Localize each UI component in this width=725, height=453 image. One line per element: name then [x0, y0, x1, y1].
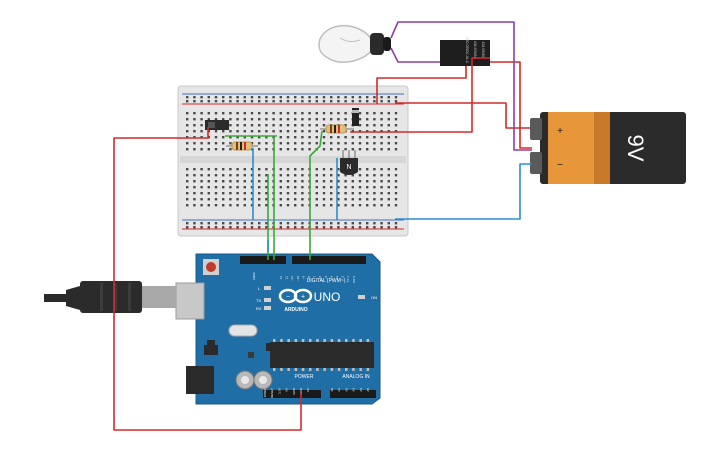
- digital-pin-label-13: RX 0: [352, 276, 356, 283]
- digital-label: DIGITAL (PWM~): [307, 278, 346, 284]
- battery-minus: −: [557, 160, 563, 171]
- digital-pin-label-12: TX 1: [346, 276, 350, 283]
- led-tx-label: TX: [256, 298, 261, 303]
- power-pin-label-5: GND: [299, 387, 303, 395]
- digital-pin-label-2: ~11: [290, 276, 294, 281]
- analog-label: ANALOG IN: [342, 374, 370, 380]
- power-pin-label-0: IOREF: [263, 388, 267, 397]
- relay: SRD-05VDC-SL-C 10A 250VAC 10A 30VDC: [440, 37, 490, 66]
- digital-pin-label-10: ~3: [335, 276, 339, 280]
- slide-switch[interactable]: [205, 120, 229, 130]
- digital-pin-label-7: ~6: [318, 276, 322, 280]
- led-l-label: L: [258, 286, 261, 291]
- power-pin-label-1: RESET: [270, 388, 274, 398]
- digital-pin-label-5: 8: [307, 276, 311, 278]
- resistor-2: [320, 124, 354, 134]
- battery-voltage: 9V: [623, 135, 648, 162]
- arduino-logo: − +: [278, 288, 313, 304]
- relay-label: SRD-05VDC-SL-C: [465, 37, 469, 64]
- battery-9v: + − 9V: [530, 112, 686, 184]
- digital-pin-label-8: ~5: [324, 276, 328, 280]
- digital-pin-label-1: 12: [285, 276, 289, 280]
- transistor-label: N: [346, 164, 351, 171]
- digital-pin-label-9: 4: [329, 276, 333, 278]
- analog-pin-label-4: A4: [359, 388, 363, 392]
- wires: [113, 21, 532, 431]
- power-pin-label-4: GND: [292, 387, 296, 395]
- digital-pin-label-0: 13: [279, 276, 283, 280]
- relay-rating-ac: 10A 250VAC: [473, 41, 477, 60]
- digital-pin-label-11: 2: [341, 276, 345, 278]
- diode: [352, 108, 359, 126]
- analog-pin-label-0: A0: [330, 388, 334, 392]
- lamp: [318, 24, 391, 63]
- svg-text:−: −: [286, 294, 290, 301]
- power-pin-label-2: 3.3V: [277, 388, 281, 394]
- brand-label: ARDUINO: [284, 307, 307, 313]
- svg-text:+: +: [301, 294, 305, 301]
- power-label: POWER: [295, 374, 314, 380]
- analog-pin-label-3: A3: [352, 388, 356, 392]
- digital-pin-label-4: ~9: [301, 276, 305, 280]
- model-label: UNO: [314, 290, 341, 304]
- dc-jack: [186, 366, 214, 394]
- analog-pin-label-5: A5: [366, 388, 370, 392]
- digital-pin-label-3: ~10: [296, 276, 300, 281]
- usb-jack: [175, 282, 205, 320]
- analog-pin-label-2: A2: [344, 388, 348, 392]
- usb-cable: [44, 281, 176, 313]
- transistor-npn: N: [340, 150, 358, 175]
- battery-plus: +: [557, 126, 563, 137]
- breadboard-holes: [186, 96, 398, 229]
- digital-pin-label-6: 7: [313, 276, 317, 278]
- aref-label: AREF: [252, 272, 256, 280]
- on-label: ON: [371, 295, 377, 300]
- breadboard[interactable]: [177, 85, 409, 237]
- power-pin-label-6: Vin: [306, 388, 310, 393]
- chip-pins: [273, 339, 370, 371]
- power-pin-label-3: 5V: [285, 388, 289, 392]
- relay-rating-dc: 10A 30VDC: [481, 42, 485, 59]
- resistor-1: [226, 141, 258, 151]
- led-rx-label: RX: [256, 306, 262, 311]
- atmega-chip: [270, 342, 374, 368]
- analog-pin-label-1: A1: [337, 388, 341, 392]
